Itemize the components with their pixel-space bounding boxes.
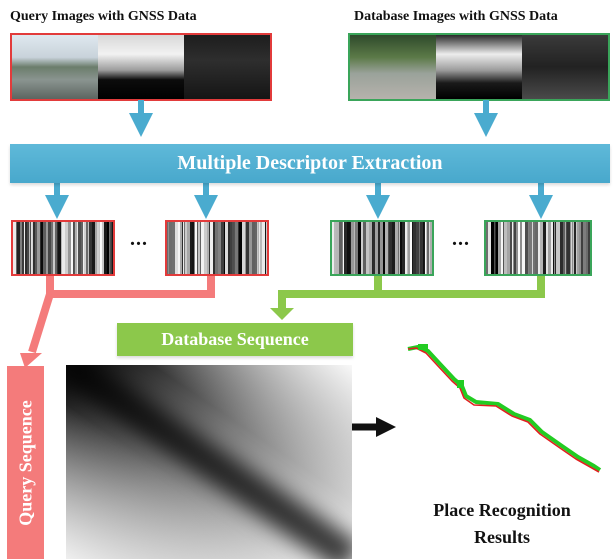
database-image-strip bbox=[348, 33, 610, 101]
database-image-depth bbox=[436, 35, 522, 99]
query-image-depth bbox=[98, 35, 184, 99]
result-line-2: Results bbox=[473, 527, 530, 547]
banner-to-descriptor-arrows bbox=[45, 180, 553, 219]
matrix-to-result-arrow bbox=[348, 417, 396, 437]
query-descriptor-n bbox=[165, 220, 269, 276]
query-image-rgb bbox=[12, 35, 98, 99]
query-descriptor-1 bbox=[11, 220, 115, 276]
image-to-banner-arrows bbox=[129, 100, 498, 137]
query-image-strip bbox=[10, 33, 272, 101]
database-sequence-label: Database Sequence bbox=[161, 329, 309, 349]
trajectory-marker bbox=[418, 344, 428, 350]
query-images-title: Query Images with GNSS Data bbox=[10, 9, 197, 24]
trajectory-red bbox=[407, 347, 600, 473]
database-image-rgb bbox=[350, 35, 436, 99]
descriptor-stripes bbox=[167, 222, 267, 274]
database-image-dark bbox=[522, 35, 608, 99]
database-descriptor-ellipsis: ... bbox=[452, 228, 470, 250]
descriptor-stripes bbox=[332, 222, 432, 274]
query-sequence-label-box: Query Sequence bbox=[7, 366, 44, 559]
database-sequence-label-box: Database Sequence bbox=[117, 323, 353, 356]
database-descriptor-1 bbox=[330, 220, 434, 276]
database-sequence-connector bbox=[270, 275, 545, 320]
trajectory-green bbox=[407, 345, 602, 472]
query-sequence-connector bbox=[20, 275, 215, 368]
descriptor-stripes bbox=[13, 222, 113, 274]
place-recognition-results-label: Place Recognition Results bbox=[408, 497, 596, 551]
database-images-title: Database Images with GNSS Data bbox=[354, 9, 558, 24]
trajectory-plot bbox=[407, 344, 602, 473]
descriptor-stripes bbox=[486, 222, 590, 274]
multiple-descriptor-extraction-banner: Multiple Descriptor Extraction bbox=[10, 144, 610, 183]
trajectory-marker bbox=[457, 380, 464, 388]
query-sequence-label: Query Sequence bbox=[15, 399, 35, 526]
similarity-matrix-image bbox=[66, 365, 352, 559]
database-descriptor-n bbox=[484, 220, 592, 276]
query-image-dark bbox=[184, 35, 270, 99]
banner-label: Multiple Descriptor Extraction bbox=[177, 152, 443, 174]
result-line-1: Place Recognition bbox=[433, 500, 571, 520]
similarity-matrix bbox=[66, 365, 352, 559]
query-descriptor-ellipsis: ... bbox=[130, 228, 148, 250]
